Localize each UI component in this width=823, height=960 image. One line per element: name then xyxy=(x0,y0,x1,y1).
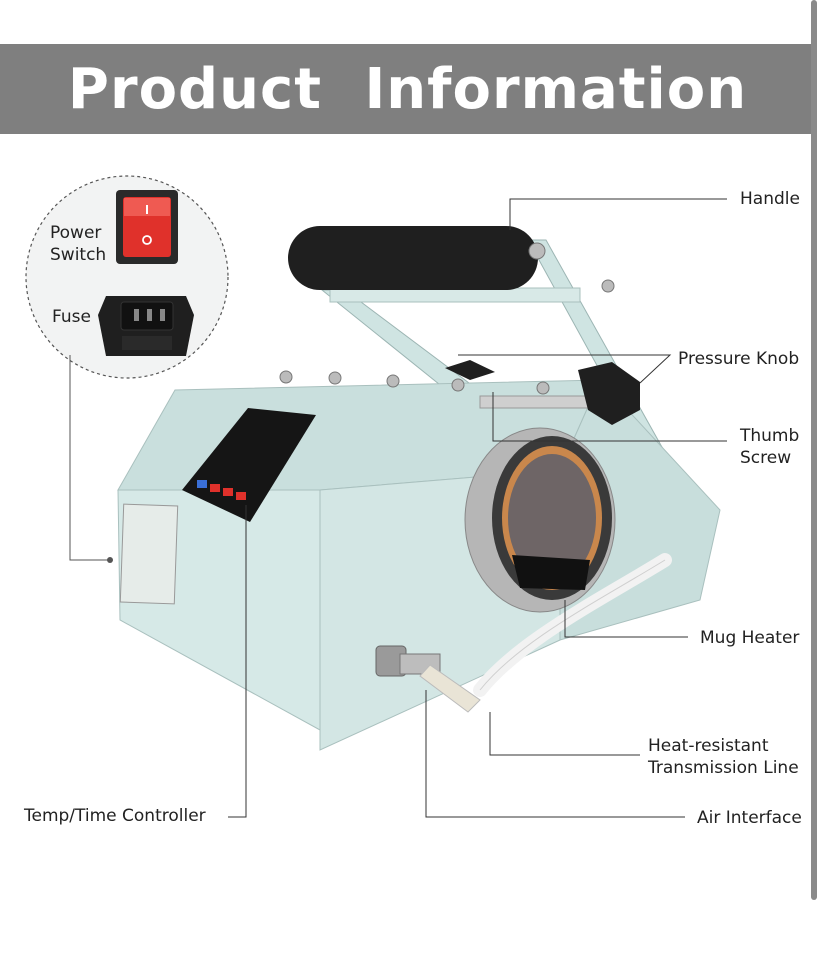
press-body xyxy=(117,360,721,751)
callout-lines xyxy=(228,198,727,818)
callout-temp-time-controller: Temp/Time Controller xyxy=(24,806,206,826)
callout-pressure-knob: Pressure Knob xyxy=(678,349,800,369)
handle-grip xyxy=(288,226,538,290)
callout-mug-heater: Mug Heater xyxy=(700,628,800,648)
callout-heat-resistant-line1: Heat-resistant xyxy=(648,736,769,756)
callout-power-switch-line2: Switch xyxy=(50,245,107,265)
air-connector-icon xyxy=(375,645,481,713)
scrollbar[interactable] xyxy=(811,0,817,900)
mug-heater xyxy=(464,427,616,613)
callout-handle: Handle xyxy=(740,189,800,209)
inset-circle xyxy=(25,175,229,563)
callout-thumb-screw-line2: Screw xyxy=(740,448,792,468)
callout-thumb-screw-line1: Thumb xyxy=(740,426,800,446)
callout-heat-resistant-line2: Transmission Line xyxy=(648,758,799,778)
callout-power-switch-line1: Power xyxy=(50,223,102,243)
fuse-socket-icon xyxy=(98,296,194,356)
product-information-banner: Product Information xyxy=(0,44,815,134)
pressure-knob-icon xyxy=(578,362,640,425)
callout-air-interface: Air Interface xyxy=(697,808,802,828)
spec-label xyxy=(119,503,179,605)
banner-title: Product Information xyxy=(67,56,748,122)
callout-fuse: Fuse xyxy=(52,307,91,327)
controller-panel xyxy=(182,408,316,522)
